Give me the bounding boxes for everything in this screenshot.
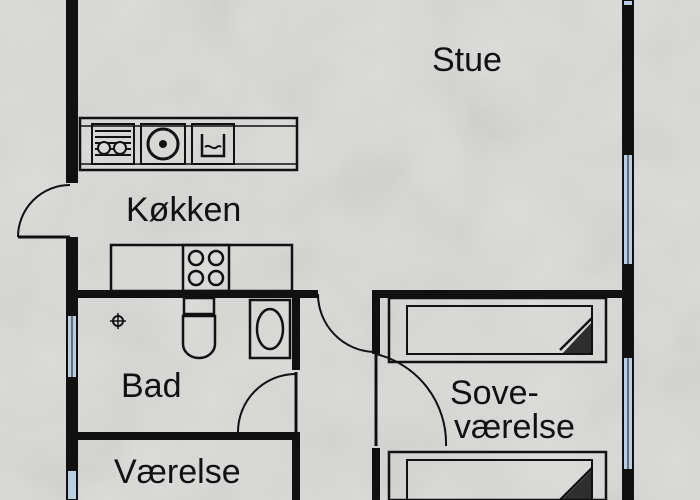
bedroom-wall-top bbox=[372, 290, 628, 298]
washbasin-icon bbox=[248, 298, 292, 360]
bath-room-wall bbox=[78, 432, 300, 440]
washing-machine-icon bbox=[191, 123, 235, 165]
window-left-bad bbox=[66, 314, 78, 379]
corridor-door-upper bbox=[317, 293, 375, 353]
dishwasher-icon bbox=[91, 123, 135, 165]
window-top-right bbox=[622, 0, 634, 7]
entrance-door bbox=[17, 184, 71, 239]
bath-door bbox=[237, 372, 298, 433]
bedroom-door bbox=[374, 353, 448, 447]
room-label-vaerelse: Værelse bbox=[114, 453, 241, 491]
bedroom-wall-left bbox=[372, 290, 380, 500]
right-exterior-wall bbox=[622, 6, 634, 500]
window-left-bottom bbox=[66, 469, 78, 500]
wardrobe-lower bbox=[387, 450, 608, 500]
room-label-sovevaerelse-2: værelse bbox=[454, 408, 575, 446]
toilet-icon bbox=[181, 296, 217, 360]
left-exterior-wall bbox=[66, 0, 78, 470]
window-right-lower bbox=[622, 356, 634, 471]
window-right-upper bbox=[622, 153, 634, 266]
room-label-stue: Stue bbox=[432, 41, 502, 79]
bath-right-wall bbox=[292, 298, 300, 500]
kitchen-bath-wall bbox=[78, 290, 318, 298]
room-label-kokken: Køkken bbox=[126, 191, 242, 229]
sink-icon bbox=[140, 123, 186, 165]
floor-drain-icon bbox=[110, 313, 126, 329]
room-label-sovevaerelse-1: Sove- bbox=[450, 374, 539, 412]
wardrobe-upper bbox=[387, 296, 608, 364]
room-label-bad: Bad bbox=[121, 367, 182, 405]
